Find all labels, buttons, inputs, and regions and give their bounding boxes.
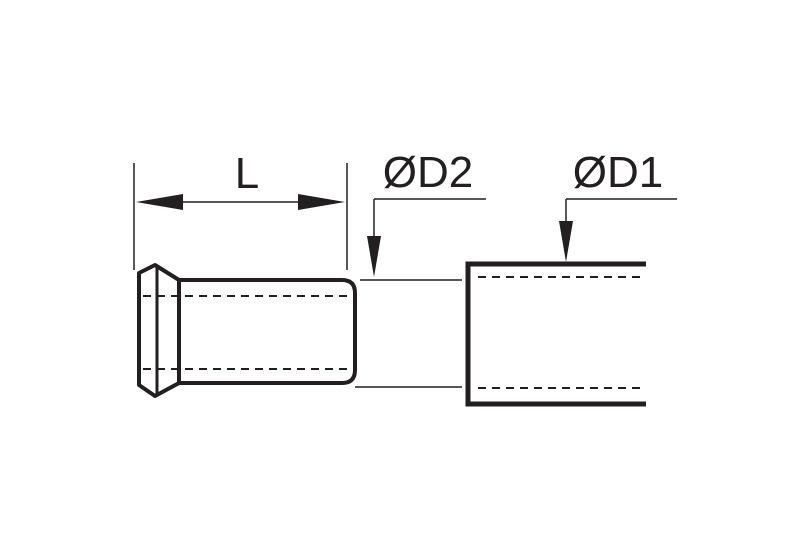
d1-arrowhead bbox=[559, 221, 573, 262]
arrowhead-left bbox=[136, 194, 183, 210]
arrowhead-right bbox=[298, 194, 345, 210]
insert-body bbox=[179, 278, 357, 385]
insert-diameter-dimension: ØD2 bbox=[355, 148, 486, 388]
tube bbox=[465, 261, 646, 407]
length-dimension: L bbox=[133, 149, 348, 270]
tube-diameter-label: ØD1 bbox=[573, 148, 663, 197]
tube-insert bbox=[137, 263, 357, 398]
insert-diameter-label: ØD2 bbox=[383, 148, 473, 197]
insert-flange bbox=[137, 263, 181, 398]
tube-wall bbox=[465, 261, 646, 407]
tube-diameter-dimension: ØD1 bbox=[559, 148, 677, 262]
length-label: L bbox=[235, 149, 259, 198]
d2-arrowhead bbox=[367, 236, 381, 277]
